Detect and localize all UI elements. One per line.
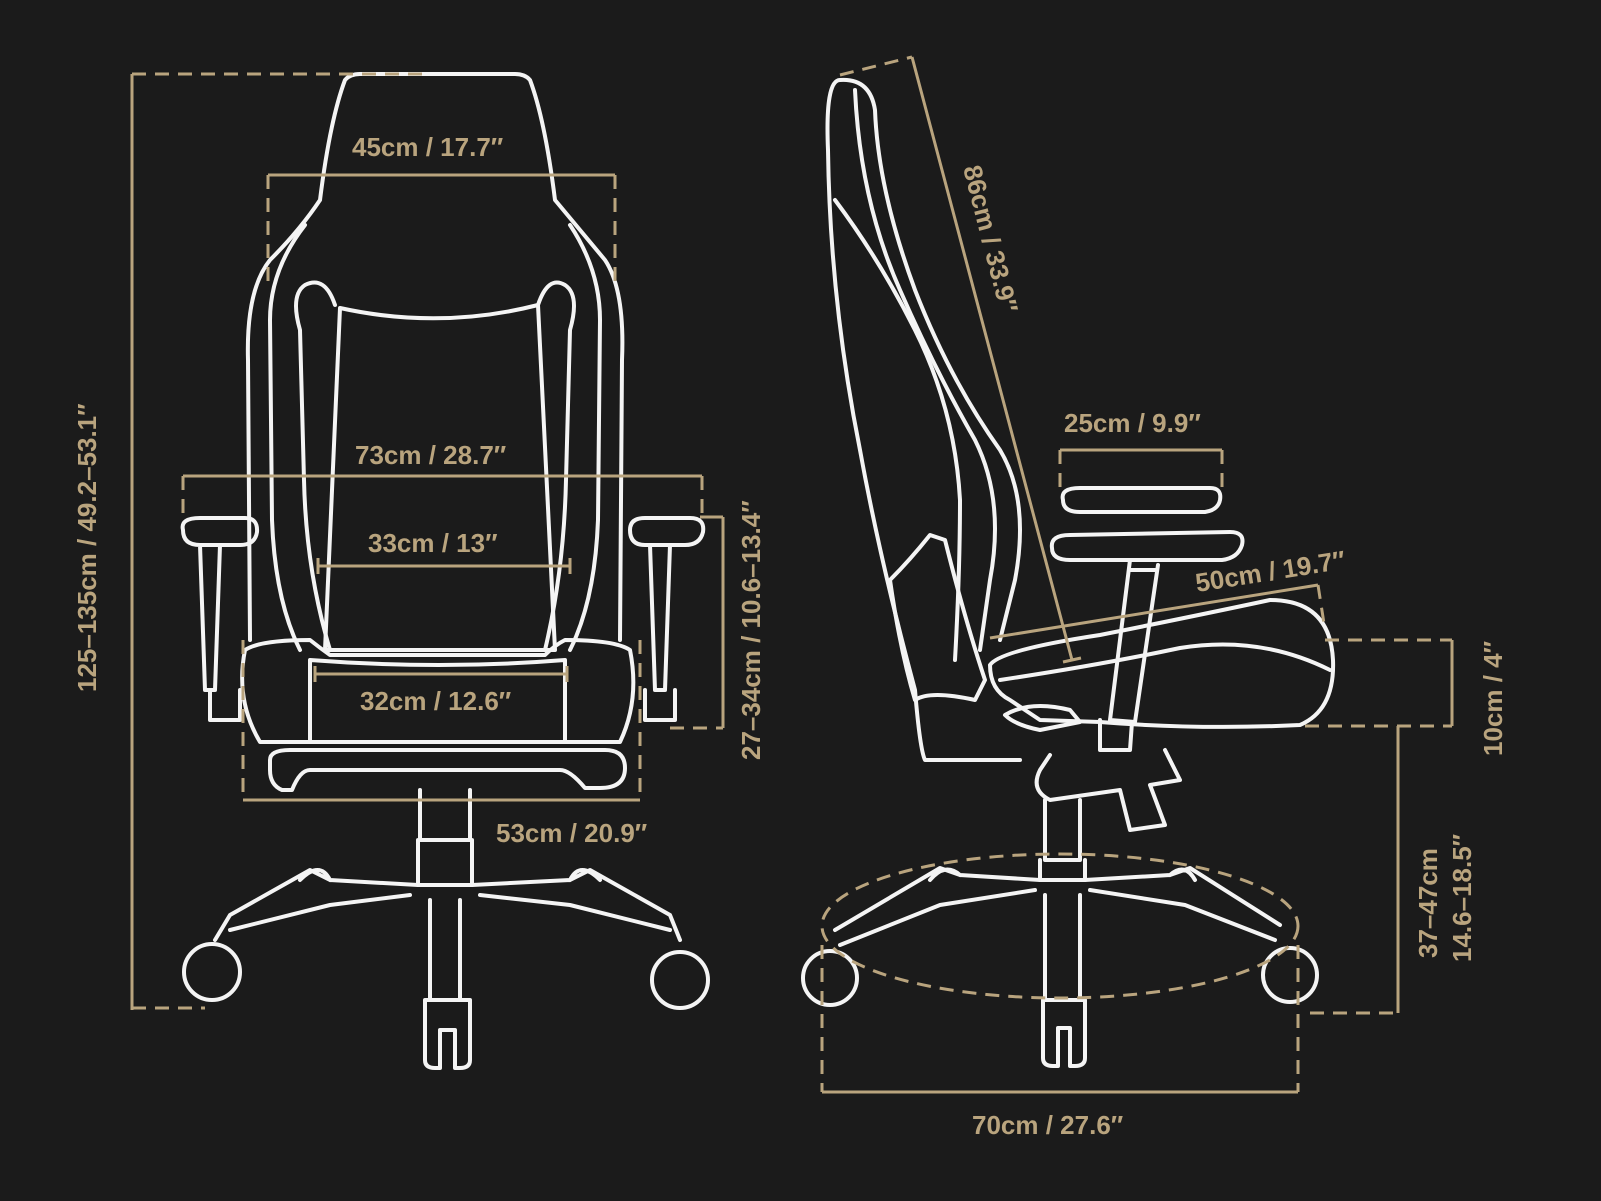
front-armrest-left [180,516,260,722]
front-armrest-right [628,516,706,722]
base-diameter-ticks [820,945,1300,1092]
seat-depth-label: 50cm / 19.7″ [1193,545,1347,598]
front-caster-left [182,942,242,1002]
seat-thickness-label: 10cm / 4″ [1478,641,1508,756]
backrest-height-dash [839,55,913,77]
front-wing-left [268,223,307,652]
armpad-length-ticks [1058,450,1224,488]
front-gas-cylinder [416,788,474,887]
side-mechanism [1003,704,1182,832]
dimension-lines [130,55,1454,1094]
seat-width-label: 32cm / 12.6″ [360,686,511,716]
side-backrest-inner-2 [833,198,962,662]
backrest-height-line [910,56,1082,664]
seat-height-cm-label: 37–47cm [1413,848,1443,958]
armrest-height-label: 27–34cm / 10.6–13.4″ [736,500,766,760]
side-star-base [833,866,1282,1002]
side-armpad-top [1060,486,1223,514]
base-diameter-ellipse [820,852,1300,1000]
armrest-span-ticks [181,476,704,520]
backrest-width-line [316,558,572,574]
front-view-chair [180,72,710,1070]
front-center-panel [323,303,557,652]
backrest-height-label: 86cm / 33.9″ [957,162,1024,316]
side-lumbar-cushion [888,533,987,702]
front-wing-right [568,223,602,652]
side-caster-center [1041,998,1087,1068]
backrest-width-label: 33cm / 13″ [368,528,498,558]
side-seat-seam [998,642,1332,682]
front-backrest-outline [245,72,625,642]
armrest-height-line [700,515,725,728]
front-side-bolster-right [536,280,576,652]
seat-height-in-label: 14.6–18.5″ [1447,834,1477,962]
base-width-label: 53cm / 20.9″ [496,818,647,848]
headrest-width-ticks [266,175,617,285]
front-mechanism [268,748,627,792]
front-caster-center [423,998,472,1070]
side-seat [988,598,1336,729]
front-side-bolster-left [294,280,337,652]
armpad-length-label: 25cm / 9.9″ [1064,408,1201,438]
front-caster-right [650,950,710,1010]
front-star-base [213,868,682,1002]
seat-depth-dash [1316,584,1327,631]
seat-thickness-dash [1305,638,1452,728]
total-height-label: 125–135cm / 49.2–53.1″ [72,403,102,692]
side-backrest-inner-1 [853,88,997,652]
seat-depth-line [989,583,1319,640]
seat-width-line [313,666,569,682]
base-width-ticks [241,640,642,800]
headrest-width-label: 45cm / 17.7″ [352,132,503,162]
side-armpad-lower [1049,530,1245,562]
side-caster-left [801,949,859,1007]
dimension-labels: 45cm / 17.7″ 73cm / 28.7″ 33cm / 13″ 32c… [72,132,1508,1140]
side-gas-cylinder [1038,798,1087,882]
armrest-span-label: 73cm / 28.7″ [355,440,506,470]
front-seat [240,638,636,744]
side-view-chair [801,77,1336,1068]
side-caster-right [1261,946,1319,1004]
side-armrest-post [1098,558,1160,752]
base-diameter-label: 70cm / 27.6″ [972,1110,1123,1140]
